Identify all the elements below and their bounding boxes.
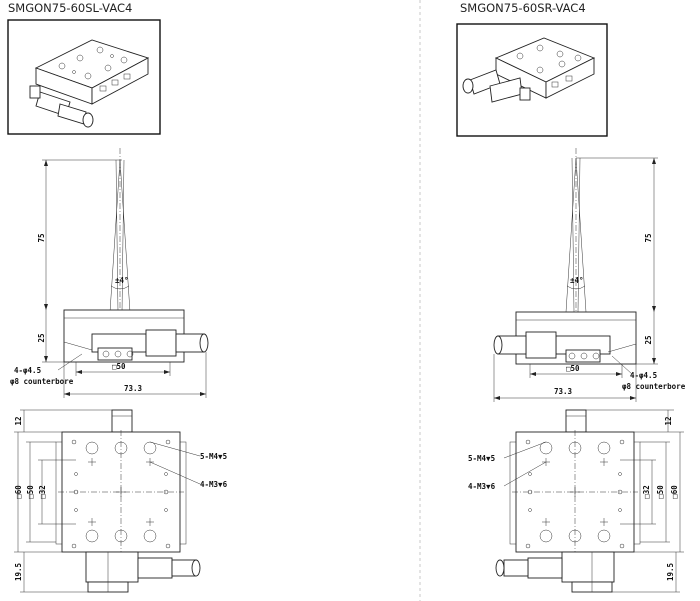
left-top-view: 12	[14, 409, 228, 593]
right-model-title: SMGON75-60SR-VAC4	[460, 1, 586, 15]
right-dim-square-50: □50	[566, 364, 580, 373]
right-dim-knob-offset: 12	[664, 416, 673, 425]
left-dim-square-50-b: □50	[26, 485, 35, 499]
right-dim-width: 73.3	[554, 387, 573, 396]
left-dim-hole-callout: 4-φ4.5	[14, 366, 41, 375]
left-dim-square-60: □60	[14, 485, 23, 499]
right-dim-tap-m4: 5-M4▼5	[468, 454, 495, 463]
left-dim-micrometer-length: 19.5	[14, 563, 23, 581]
right-dim-micrometer-length: 19.5	[666, 563, 675, 581]
right-side-view: 75 ±4° 25 4-φ4.5 φ8 count	[493, 148, 686, 402]
left-dim-angle: ±4°	[115, 276, 129, 285]
left-dim-square-32: □32	[38, 485, 47, 499]
right-dim-angle: ±4°	[570, 276, 584, 285]
right-dim-square-32: □32	[642, 485, 651, 499]
right-dim-square-50-b: □50	[656, 485, 665, 499]
left-dim-square-50: □50	[112, 362, 126, 371]
left-dim-width: 73.3	[124, 384, 143, 393]
right-panel: SMGON75-60SR-VAC4 75	[456, 1, 686, 593]
left-model-title: SMGON75-60SL-VAC4	[8, 1, 132, 15]
right-top-view: 12	[468, 409, 684, 593]
left-dim-height-top: 75	[37, 233, 46, 242]
right-dim-tap-m3: 4-M3▼6	[468, 482, 496, 491]
left-dim-knob-offset: 12	[14, 416, 23, 425]
left-product-image	[7, 19, 161, 135]
right-dim-height-top: 75	[644, 233, 653, 242]
right-product-image	[456, 23, 608, 137]
right-dim-counterbore: φ8 counterbore	[622, 382, 686, 391]
left-side-view: 75 ±4° 25	[10, 148, 209, 398]
left-panel: SMGON75-60SL-VAC4	[7, 1, 228, 593]
left-dim-counterbore: φ8 counterbore	[10, 377, 74, 386]
left-dim-tap-m3: 4-M3▼6	[200, 480, 228, 489]
right-dim-hole-callout: 4-φ4.5	[630, 371, 657, 380]
left-dim-tap-m4: 5-M4▼5	[200, 452, 227, 461]
right-dim-height-body: 25	[644, 335, 653, 344]
right-dim-square-60: □60	[670, 485, 679, 499]
left-dim-height-body: 25	[37, 333, 46, 342]
